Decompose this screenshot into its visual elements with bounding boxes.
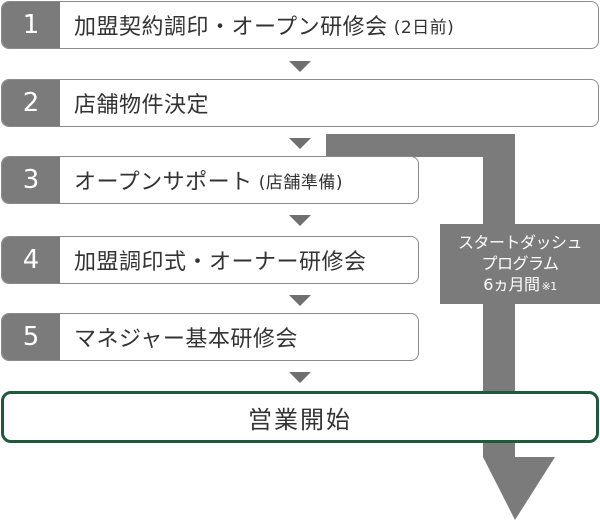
business-start-box: 営業開始 xyxy=(1,391,599,443)
program-duration: 6ヵ月間 xyxy=(483,274,540,294)
program-title-line2: プログラム xyxy=(481,253,559,273)
down-arrow-icon xyxy=(289,372,311,383)
step-label: 加盟調印式・オーナー研修会 xyxy=(74,250,367,275)
program-label: スタートダッシュ プログラム 6ヵ月間※1 xyxy=(440,224,600,304)
program-footnote-mark: ※1 xyxy=(541,279,557,293)
step-label: 加盟契約調印・オープン研修会 xyxy=(74,15,388,40)
step-number: 4 xyxy=(2,237,60,283)
down-arrow-icon xyxy=(289,138,311,149)
down-arrow-icon xyxy=(289,61,311,72)
step-2: 2 店舗物件決定 xyxy=(1,79,599,127)
business-start-label: 営業開始 xyxy=(248,405,352,434)
step-sublabel: (店舗準備) xyxy=(258,172,343,193)
step-5: 5 マネジャー基本研修会 xyxy=(1,313,419,361)
step-3: 3 オープンサポート (店舗準備) xyxy=(1,156,419,204)
step-label: オープンサポート xyxy=(74,170,253,195)
step-sublabel: (2日前) xyxy=(393,17,455,38)
step-number: 1 xyxy=(2,2,60,48)
step-number: 5 xyxy=(2,314,60,360)
step-1: 1 加盟契約調印・オープン研修会 (2日前) xyxy=(1,1,599,49)
step-number: 2 xyxy=(2,80,60,126)
step-label: 店舗物件決定 xyxy=(74,93,210,118)
down-arrow-icon xyxy=(289,295,311,306)
step-label: マネジャー基本研修会 xyxy=(74,327,298,352)
down-arrow-icon xyxy=(289,215,311,226)
program-title-line1: スタートダッシュ xyxy=(457,232,583,252)
step-4: 4 加盟調印式・オーナー研修会 xyxy=(1,236,419,284)
step-number: 3 xyxy=(2,157,60,203)
